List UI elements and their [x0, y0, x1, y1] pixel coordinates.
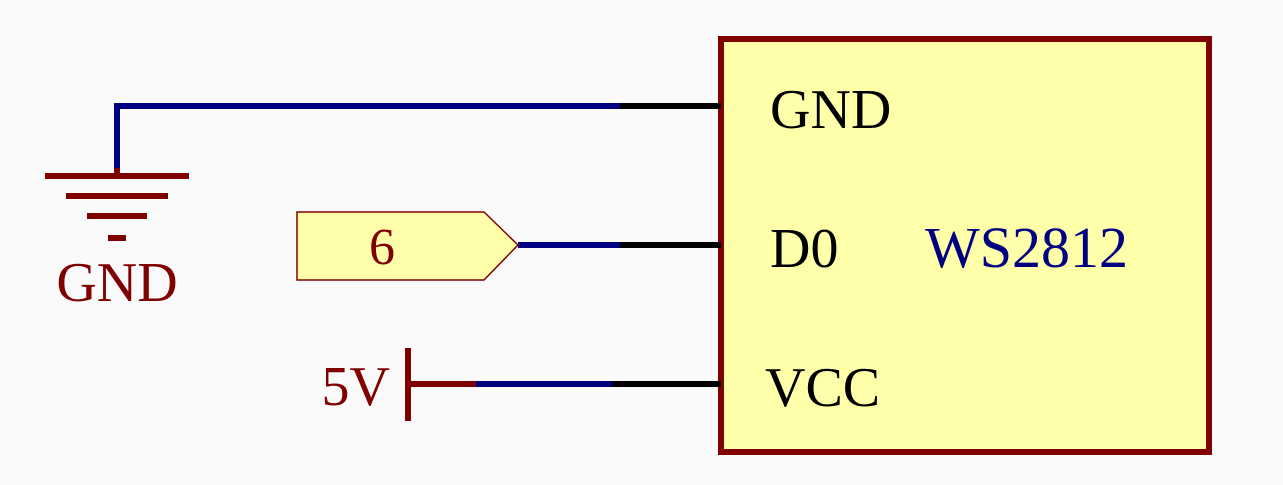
pin-label-gnd: GND: [770, 79, 891, 141]
ground-label: GND: [56, 252, 177, 314]
power-bar-icon: [405, 348, 476, 421]
ground-icon: [45, 168, 189, 241]
power-label: 5V: [322, 356, 390, 418]
pin-label-d0: D0: [770, 218, 838, 280]
net-port[interactable]: 6: [296, 211, 520, 281]
power-symbol[interactable]: 5V: [322, 348, 476, 421]
wire-gnd[interactable]: [114, 103, 620, 168]
net-port-icon: [296, 211, 520, 281]
component-name: WS2812: [925, 215, 1128, 280]
ground-symbol[interactable]: GND: [45, 168, 189, 314]
pin-label-vcc: VCC: [765, 357, 880, 419]
net-port-label: 6: [369, 219, 395, 276]
component-body[interactable]: [718, 36, 1212, 455]
